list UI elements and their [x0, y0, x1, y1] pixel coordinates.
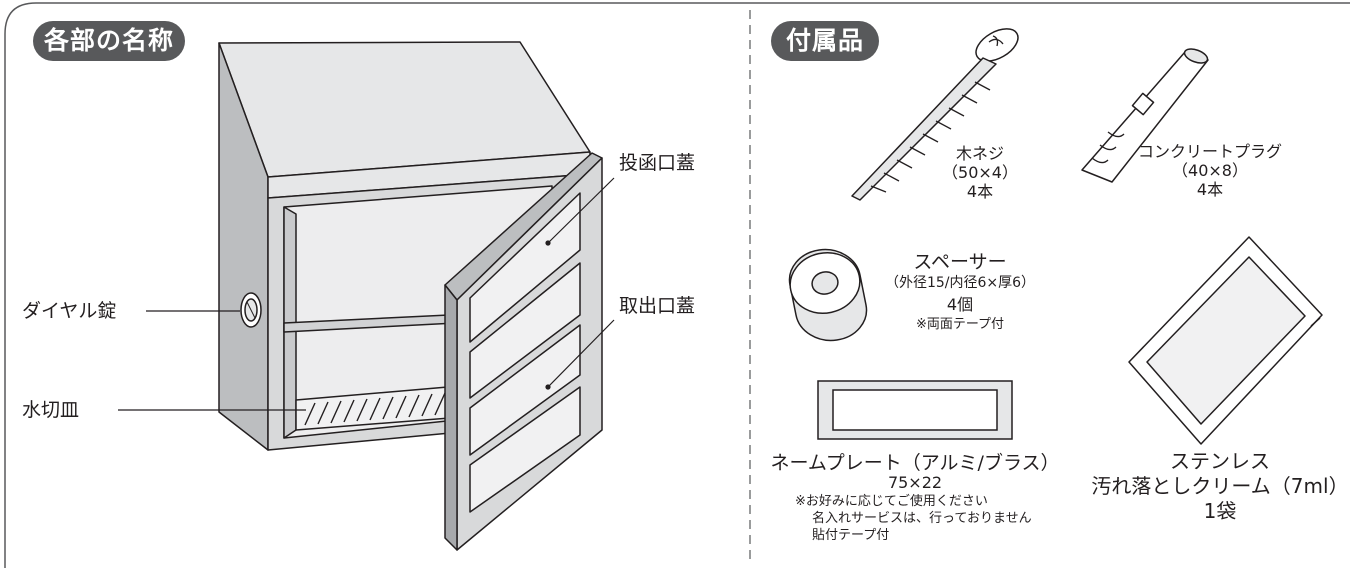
name-plate-note-1: ※お好みに応じてご使用ください [795, 494, 988, 509]
dial-lock-icon [240, 292, 262, 328]
cream-name-2: 汚れ落としクリーム（7ml） [1091, 474, 1349, 498]
door-panel-4 [469, 386, 581, 513]
name-plate-size: 75×22 [887, 473, 943, 492]
label-insert-lid: 投函口蓋 [619, 152, 696, 174]
leader-lines [118, 177, 615, 411]
concrete-plug-name: コンクリートプラグ [1137, 142, 1282, 161]
spacer-icon [788, 248, 868, 342]
spacer-size: （外径15/内径6×厚6） [884, 275, 1036, 291]
door-panel-1 [469, 192, 581, 343]
concrete-plug-icon [1081, 48, 1209, 183]
parts-section-title: 各部の名称 [33, 21, 185, 61]
mailbox-illustration [118, 41, 615, 551]
cream-name-1: ステンレス [1170, 449, 1270, 473]
spacer-qty: 4個 [946, 295, 974, 314]
cream-sachet-icon [1128, 236, 1323, 445]
label-dial-lock: ダイヤル錠 [22, 300, 117, 322]
name-plate-note-3: 貼付テープ付 [812, 528, 890, 543]
drain-tray-ribs [304, 392, 446, 426]
open-door [444, 152, 603, 551]
wood-screw-icon [851, 28, 1019, 201]
cream-qty: 1袋 [1203, 499, 1237, 523]
frame-border [4, 2, 1350, 568]
wood-screw-name: 木ネジ [955, 144, 1004, 163]
label-outlet-lid: 取出口蓋 [619, 295, 696, 317]
concrete-plug-size: （40×8） [1172, 161, 1248, 180]
door-panel-3 [469, 324, 581, 456]
door-panel-2 [469, 262, 581, 399]
label-drain-tray: 水切皿 [22, 399, 80, 421]
concrete-plug-qty: 4本 [1196, 180, 1224, 199]
accessories-section-title: 付属品 [771, 21, 879, 61]
spacer-name: スペーサー [913, 251, 1007, 273]
wood-screw-size: （50×4） [942, 163, 1018, 182]
wood-screw-qty: 4本 [966, 182, 994, 201]
name-plate-name: ネームプレート（アルミ/ブラス） [770, 452, 1060, 474]
name-plate-icon [817, 380, 1013, 440]
spacer-note: ※両面テープ付 [915, 317, 1005, 332]
name-plate-note-2: 名入れサービスは、行っておりません [812, 511, 1032, 526]
